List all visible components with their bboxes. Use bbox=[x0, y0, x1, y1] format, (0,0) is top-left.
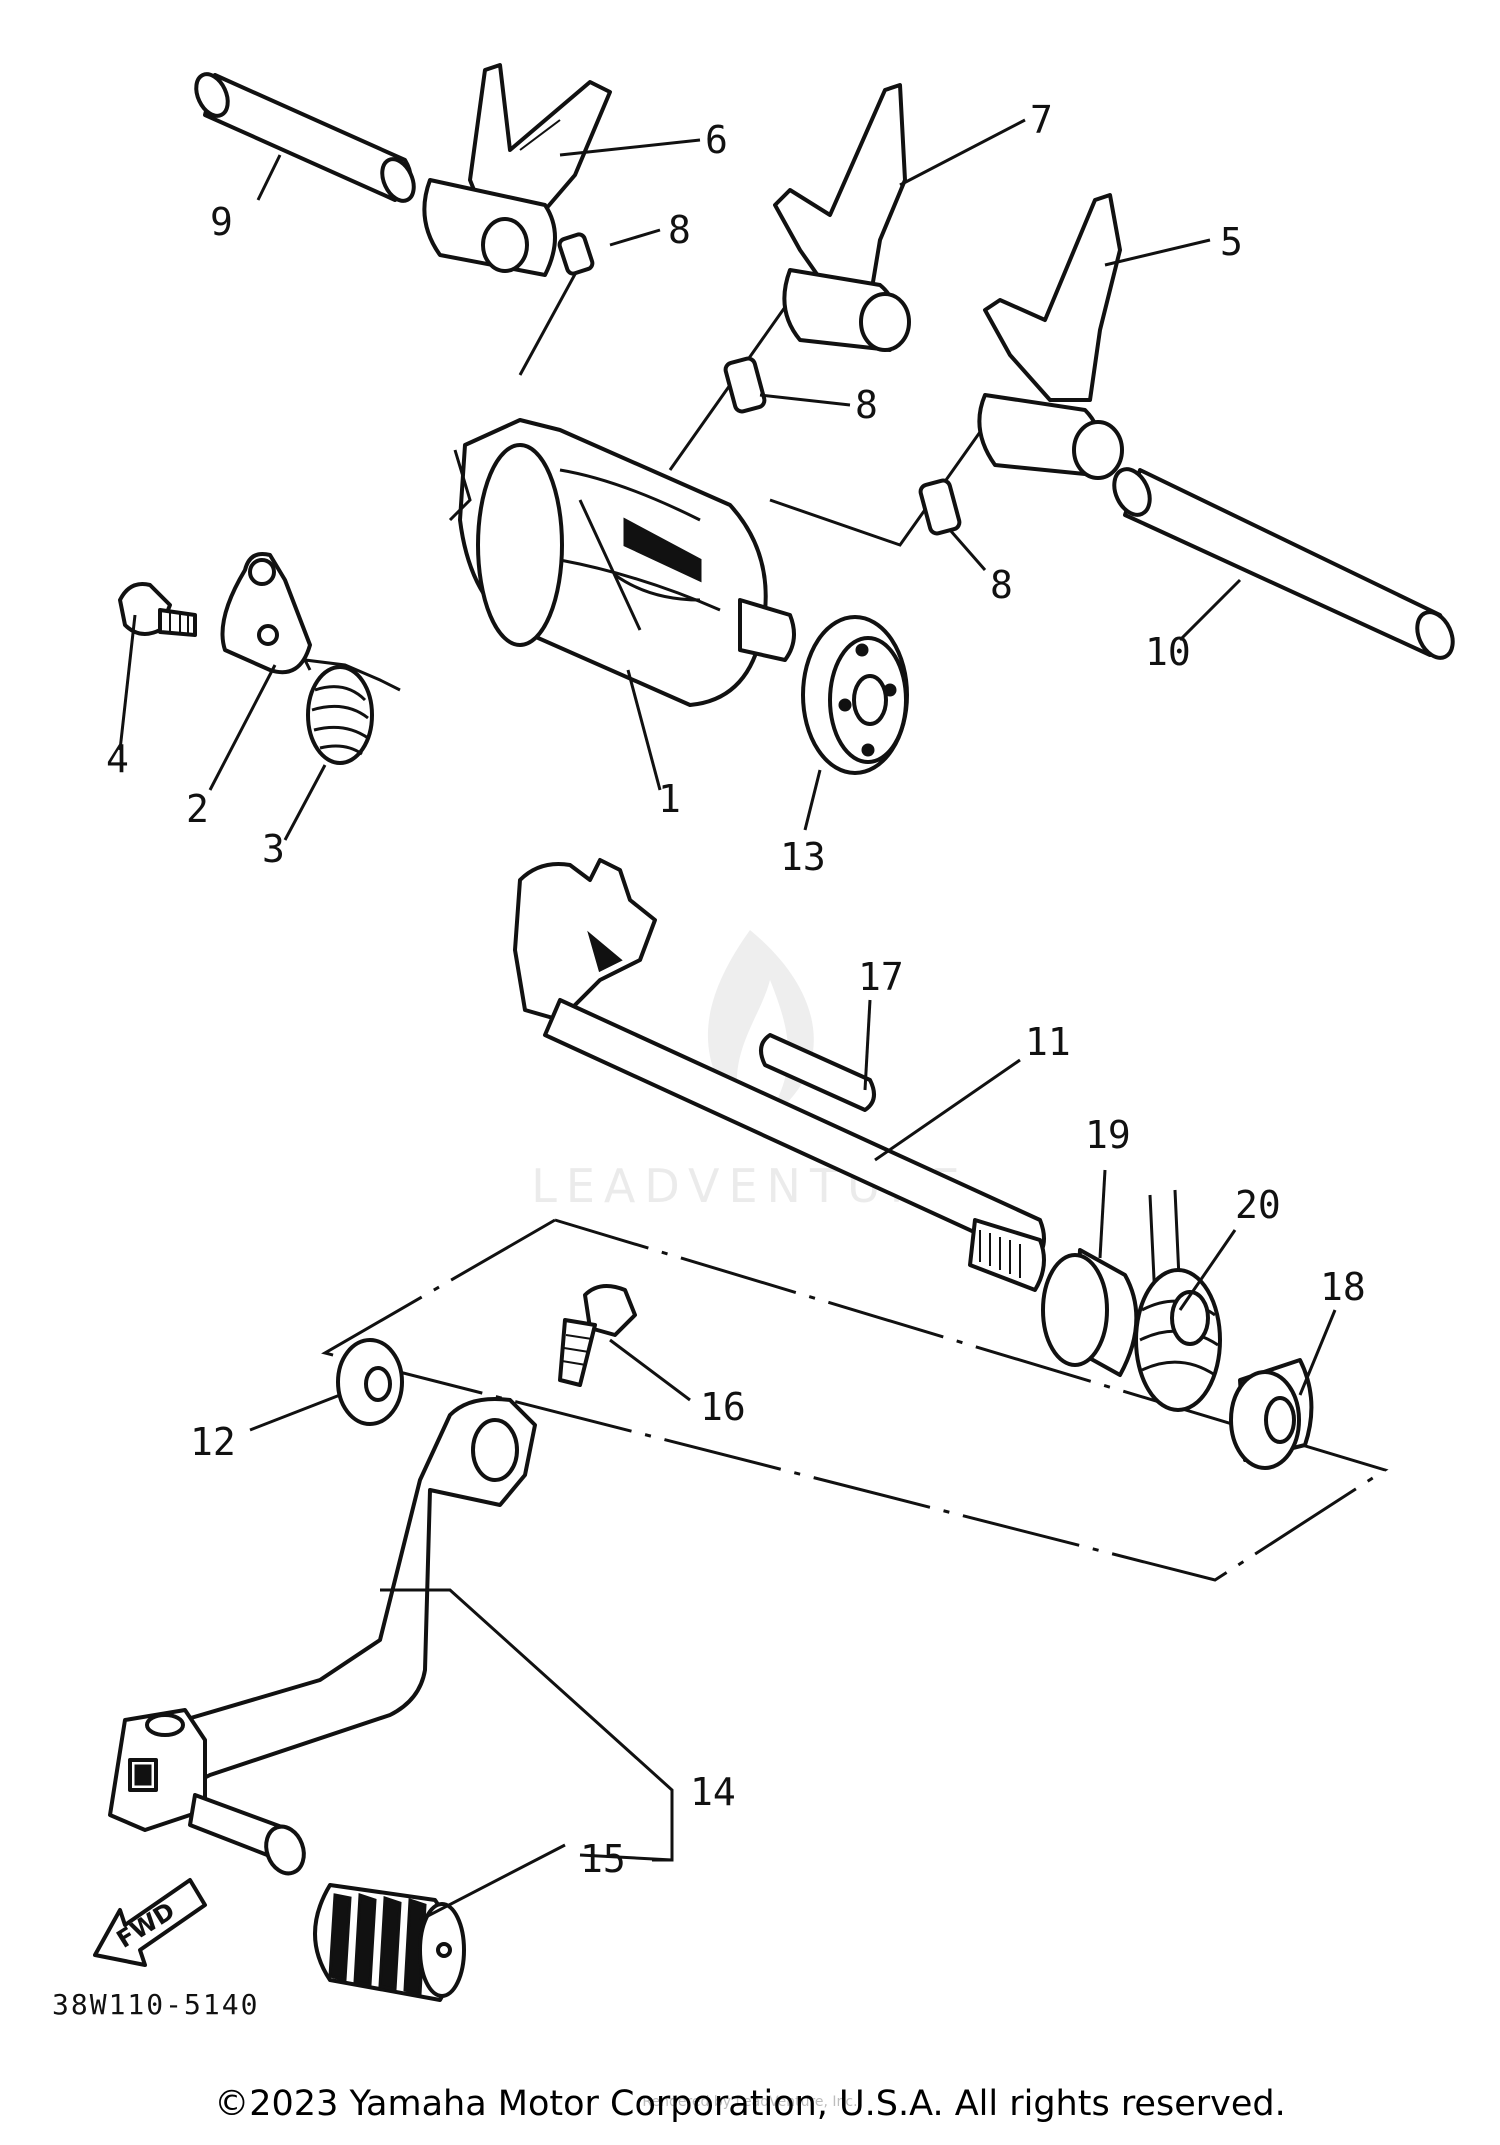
callout-9: 9 bbox=[210, 200, 233, 244]
callout-1: 1 bbox=[658, 777, 681, 821]
part-17-pin bbox=[759, 1033, 876, 1112]
callout-4: 4 bbox=[106, 737, 129, 781]
part-13-bearing bbox=[801, 615, 909, 775]
part-18-oil-seal bbox=[1229, 1358, 1314, 1470]
callout-15: 15 bbox=[580, 1837, 626, 1881]
part-14-shift-pedal bbox=[108, 1397, 537, 1832]
part-9-guide-bar bbox=[194, 72, 416, 203]
callout-8c: 8 bbox=[990, 563, 1013, 607]
callout-12: 12 bbox=[190, 1420, 236, 1464]
callout-14: 14 bbox=[690, 1770, 736, 1814]
leader-lines bbox=[118, 118, 1337, 1922]
part-12-washer bbox=[336, 1338, 404, 1426]
part-5-shift-fork bbox=[977, 193, 1124, 480]
shift-shaft-assembly-line bbox=[321, 1218, 1389, 1582]
callout-17: 17 bbox=[858, 955, 904, 999]
diagram-code: 38W110-5140 bbox=[52, 1988, 260, 2021]
callout-2: 2 bbox=[186, 787, 209, 831]
assembly-line-8a bbox=[518, 264, 582, 376]
callout-18: 18 bbox=[1320, 1265, 1366, 1309]
callout-10: 10 bbox=[1145, 630, 1191, 674]
part-1-shift-drum bbox=[448, 418, 796, 707]
part-4-bolt bbox=[118, 582, 197, 637]
part-15-pedal-rubber bbox=[313, 1883, 466, 2002]
callout-3: 3 bbox=[262, 827, 285, 871]
part-6-shift-fork bbox=[422, 63, 612, 277]
part-8-pins bbox=[557, 232, 962, 536]
copyright-notice: ©2023 Yamaha Motor Corporation, U.S.A. A… bbox=[214, 2084, 1286, 2124]
callout-19: 19 bbox=[1085, 1113, 1131, 1157]
part-20-spring bbox=[1134, 1189, 1222, 1412]
part-7-shift-fork bbox=[773, 83, 911, 352]
part-10-guide-bar bbox=[1112, 467, 1455, 660]
part-16-bolt bbox=[558, 1284, 637, 1387]
assembly-line-8c bbox=[769, 424, 987, 547]
callout-labels: 1 2 3 4 5 6 7 8 8 8 9 10 11 12 13 14 15 … bbox=[106, 98, 1366, 1881]
part-19-collar bbox=[1041, 1248, 1139, 1377]
callout-6: 6 bbox=[705, 118, 728, 162]
part-3-spring bbox=[302, 658, 401, 765]
callout-20: 20 bbox=[1235, 1183, 1281, 1227]
callout-13: 13 bbox=[780, 835, 826, 879]
render-credit: Rendered by LeadVenture, Inc. bbox=[642, 2094, 858, 2110]
fwd-arrow-icon: FWD bbox=[93, 1878, 207, 1967]
callout-16: 16 bbox=[700, 1385, 746, 1429]
part-2-stopper-lever bbox=[220, 552, 312, 675]
callout-8a: 8 bbox=[668, 208, 691, 252]
callout-5: 5 bbox=[1220, 220, 1243, 264]
part-14-pedal-pin bbox=[188, 1793, 306, 1876]
callout-8b: 8 bbox=[855, 383, 878, 427]
callout-11: 11 bbox=[1025, 1020, 1071, 1064]
part-11-shift-shaft bbox=[513, 858, 1046, 1292]
callout-7: 7 bbox=[1030, 98, 1053, 142]
